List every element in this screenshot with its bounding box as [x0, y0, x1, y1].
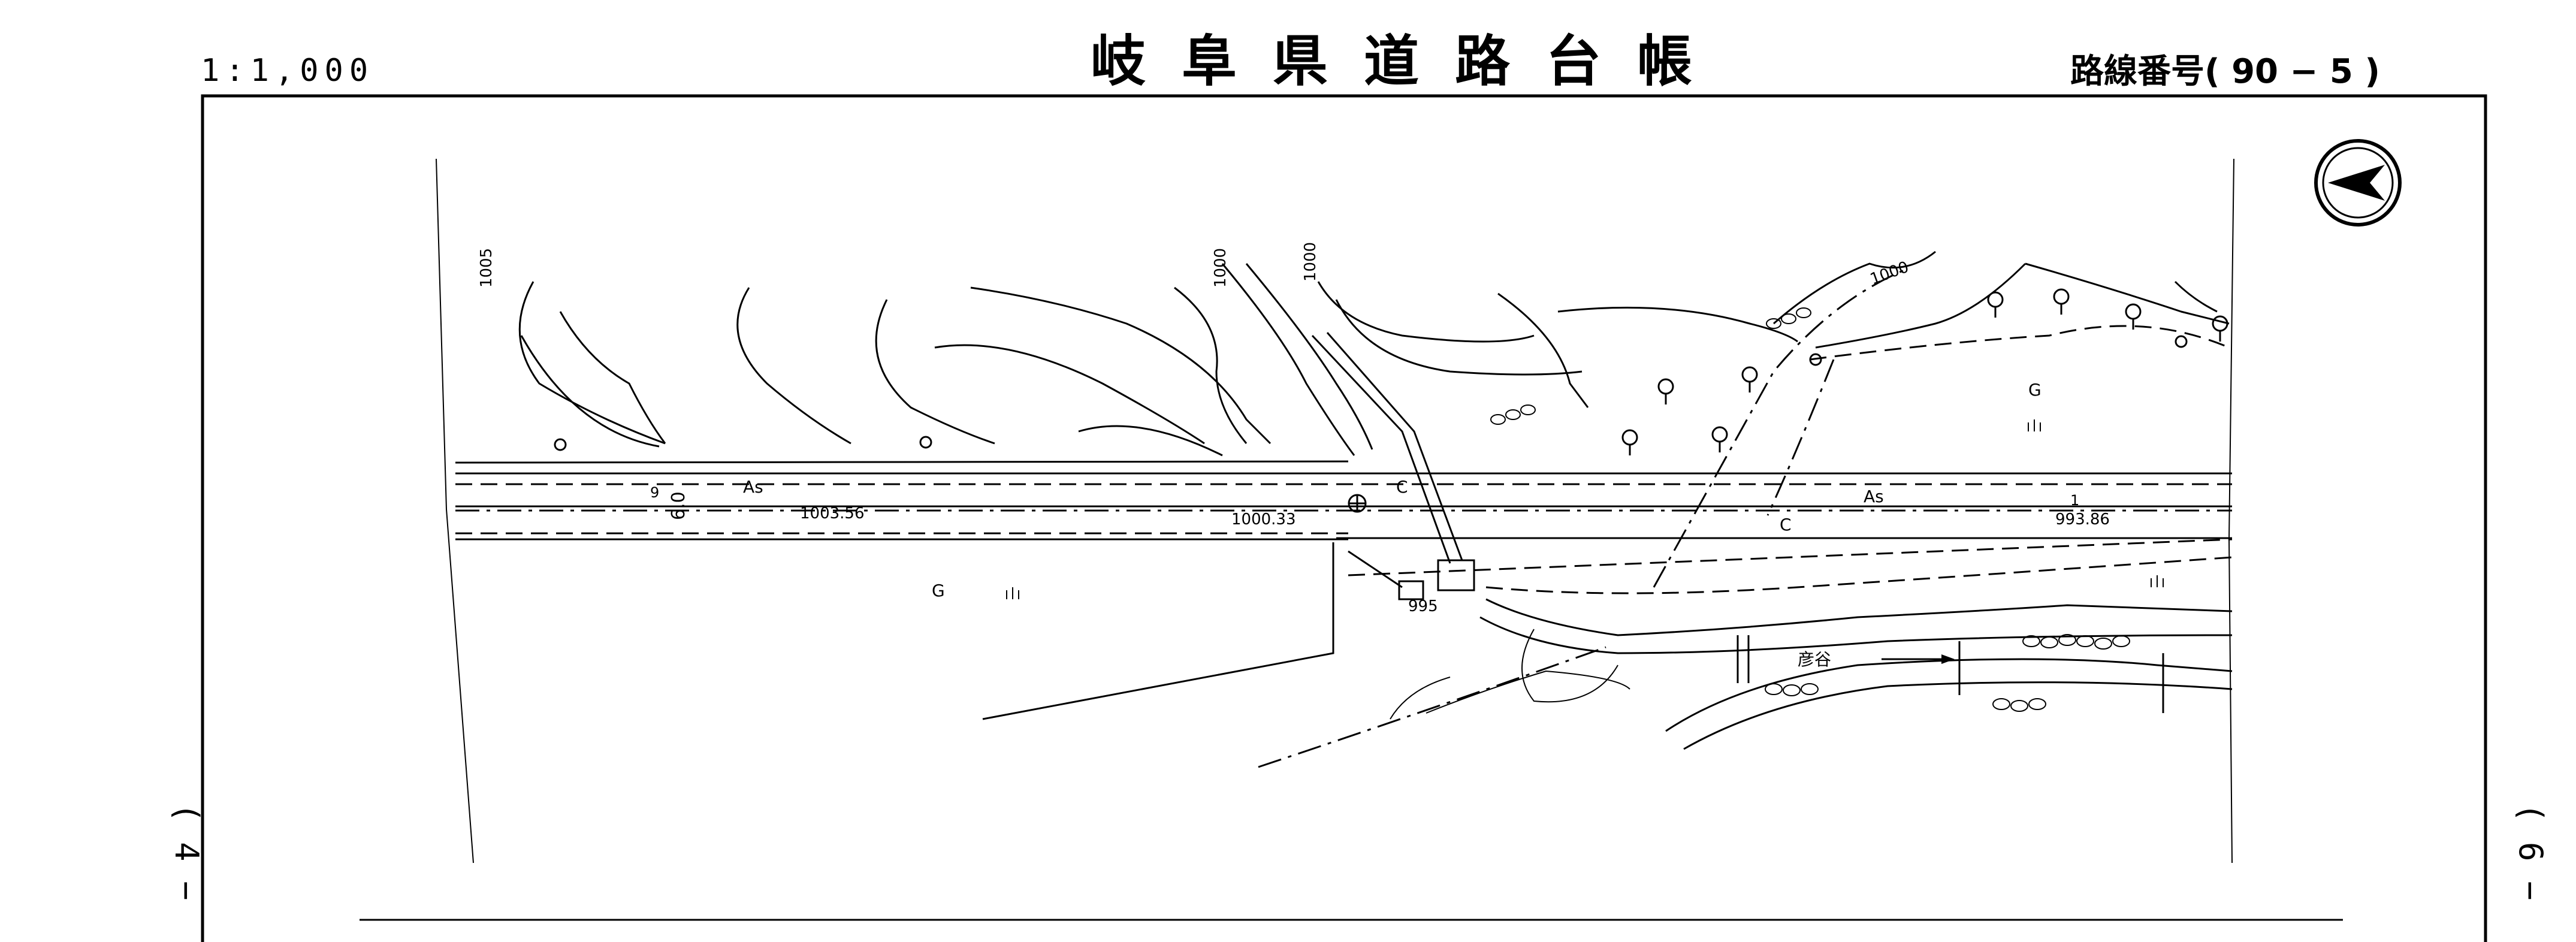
mountain-symbol-icon [1006, 419, 2164, 599]
contour-lines [518, 250, 2230, 457]
culvert [1311, 332, 1475, 600]
road [455, 460, 2233, 576]
dimension-9: 9 [650, 484, 659, 501]
surface-as-2: As [1864, 487, 1884, 506]
utility-pole-icon [554, 335, 2188, 513]
lower-terrain [982, 268, 2233, 768]
broadleaf-tree-icon [1621, 288, 2228, 455]
contour-label-1000-a: 1000 [1212, 248, 1230, 288]
surface-as-1: As [743, 477, 763, 497]
surface-c-1: C [1396, 477, 1408, 497]
contour-label-995: 995 [1408, 597, 1438, 615]
map-edge-left [436, 158, 474, 864]
road-width: 6.0 [668, 491, 689, 520]
river-name: 彦谷 [1798, 650, 1831, 669]
surface-c-2: C [1780, 515, 1792, 535]
dimension-1: 1 [2070, 492, 2079, 509]
contour-label-1000-b: 1000 [1301, 242, 1319, 282]
map-title: 岐阜県道路台帳 [1091, 29, 1729, 93]
land-g-2: G [2028, 380, 2042, 400]
route-value: ( 90 − 5 ) [2204, 52, 2380, 91]
contour-label-1005: 1005 [478, 248, 496, 288]
route-number: 路線番号( 90 − 5 ) [2070, 55, 2380, 89]
elevation-3: 993.86 [2055, 511, 2110, 529]
north-arrow-icon [2314, 139, 2402, 227]
elevation-2: 1000.33 [1231, 511, 1296, 529]
stone-wall-symbols [1490, 307, 2130, 712]
elevation-1: 1003.56 [800, 505, 865, 523]
map-scale: 1:1,000 [201, 53, 375, 89]
route-label: 路線番号 [2070, 52, 2204, 91]
river-structures [1737, 635, 2164, 713]
map-frame [201, 94, 2487, 942]
land-g-1: G [932, 581, 945, 600]
contour-label-1000-c: 1000 [1868, 258, 1911, 289]
